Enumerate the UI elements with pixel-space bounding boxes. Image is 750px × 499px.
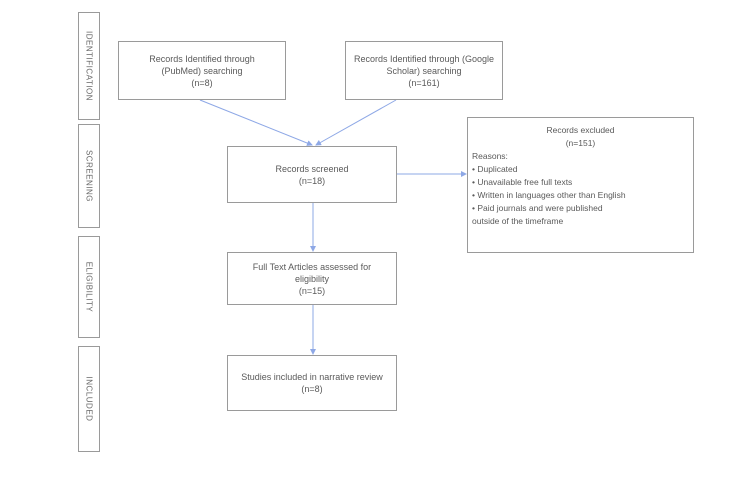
excluded-reason: • Paid journals and were published bbox=[472, 203, 603, 213]
excluded-count: (n=151) bbox=[565, 138, 596, 148]
pubmed-count: (n=8) bbox=[191, 77, 213, 88]
records-excluded-box: Records excluded (n=151) Reasons: • Dupl… bbox=[467, 117, 694, 253]
scholar-records-box: Records Identified through (Google Schol… bbox=[345, 41, 503, 100]
fulltext-line2: eligibility bbox=[294, 273, 329, 284]
stage-included: INCLUDED bbox=[78, 346, 100, 452]
screened-count: (n=18) bbox=[298, 175, 326, 186]
stage-identification: IDENTIFICATION bbox=[78, 12, 100, 120]
fulltext-count: (n=15) bbox=[298, 285, 326, 296]
screened-label: Records screened bbox=[275, 163, 349, 174]
arrow-pubmed-to-screened bbox=[199, 99, 313, 146]
excluded-title: Records excluded bbox=[546, 125, 615, 135]
scholar-count: (n=161) bbox=[408, 77, 440, 88]
excluded-reason: • Unavailable free full texts bbox=[472, 177, 573, 187]
excluded-reason: • Duplicated bbox=[472, 164, 518, 174]
excluded-reasons-label: Reasons: bbox=[472, 151, 508, 161]
arrow-scholar-to-screened bbox=[315, 99, 397, 146]
pubmed-line2: (PubMed) searching bbox=[161, 65, 243, 76]
scholar-line2: Scholar) searching bbox=[386, 65, 462, 76]
excluded-reason: • Written in languages other than Englis… bbox=[472, 190, 626, 200]
excluded-reason-continuation: outside of the timeframe bbox=[472, 216, 564, 226]
included-label: Studies included in narrative review bbox=[241, 372, 383, 382]
stage-eligibility: ELIGIBILITY bbox=[78, 236, 100, 338]
studies-included-box: Studies included in narrative review (n=… bbox=[227, 355, 397, 411]
stage-screening: SCREENING bbox=[78, 124, 100, 228]
scholar-line1: Records Identified through (Google bbox=[353, 53, 495, 64]
fulltext-assessed-box: Full Text Articles assessed for eligibil… bbox=[227, 252, 397, 305]
fulltext-line1: Full Text Articles assessed for bbox=[252, 261, 372, 272]
included-count: (n=8) bbox=[301, 384, 323, 394]
records-screened-box: Records screened (n=18) bbox=[227, 146, 397, 203]
pubmed-records-box: Records Identified through (PubMed) sear… bbox=[118, 41, 286, 100]
pubmed-line1: Records Identified through bbox=[149, 53, 255, 64]
